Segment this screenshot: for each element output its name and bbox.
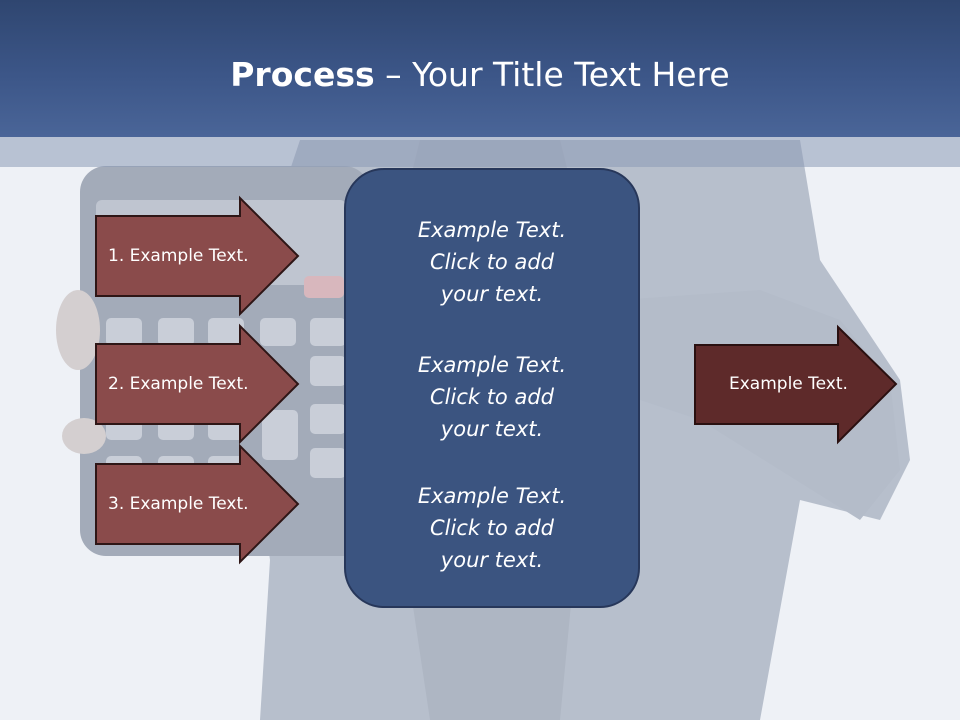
slide-title: Process – Your Title Text Here bbox=[0, 54, 960, 96]
title-bold-part: Process bbox=[230, 55, 375, 94]
title-bar bbox=[0, 0, 960, 137]
title-underline-strip bbox=[0, 137, 960, 167]
center-text-box[interactable]: Example Text. Click to add your text. Ex… bbox=[344, 168, 640, 608]
box-text-1[interactable]: Example Text. Click to add your text. bbox=[417, 218, 567, 306]
arrow-right-icon bbox=[95, 195, 300, 317]
right-arrow[interactable]: Example Text. bbox=[694, 324, 900, 445]
left-arrow-2-label: 2. Example Text. bbox=[108, 374, 249, 394]
arrow-right-icon bbox=[95, 443, 300, 565]
arrow-right-icon bbox=[95, 323, 300, 445]
left-arrow-3[interactable]: 3. Example Text. bbox=[95, 443, 301, 565]
left-arrow-3-label: 3. Example Text. bbox=[108, 494, 249, 514]
arrow-right-icon bbox=[694, 324, 898, 445]
title-regular-part: – Your Title Text Here bbox=[374, 55, 730, 94]
left-arrow-1[interactable]: 1. Example Text. bbox=[95, 195, 301, 317]
box-text-2[interactable]: Example Text. Click to add your text. bbox=[417, 353, 567, 441]
left-arrow-1-label: 1. Example Text. bbox=[108, 246, 249, 266]
box-text-3[interactable]: Example Text. Click to add your text. bbox=[417, 484, 567, 572]
left-arrow-2[interactable]: 2. Example Text. bbox=[95, 323, 301, 445]
right-arrow-label: Example Text. bbox=[729, 374, 848, 394]
